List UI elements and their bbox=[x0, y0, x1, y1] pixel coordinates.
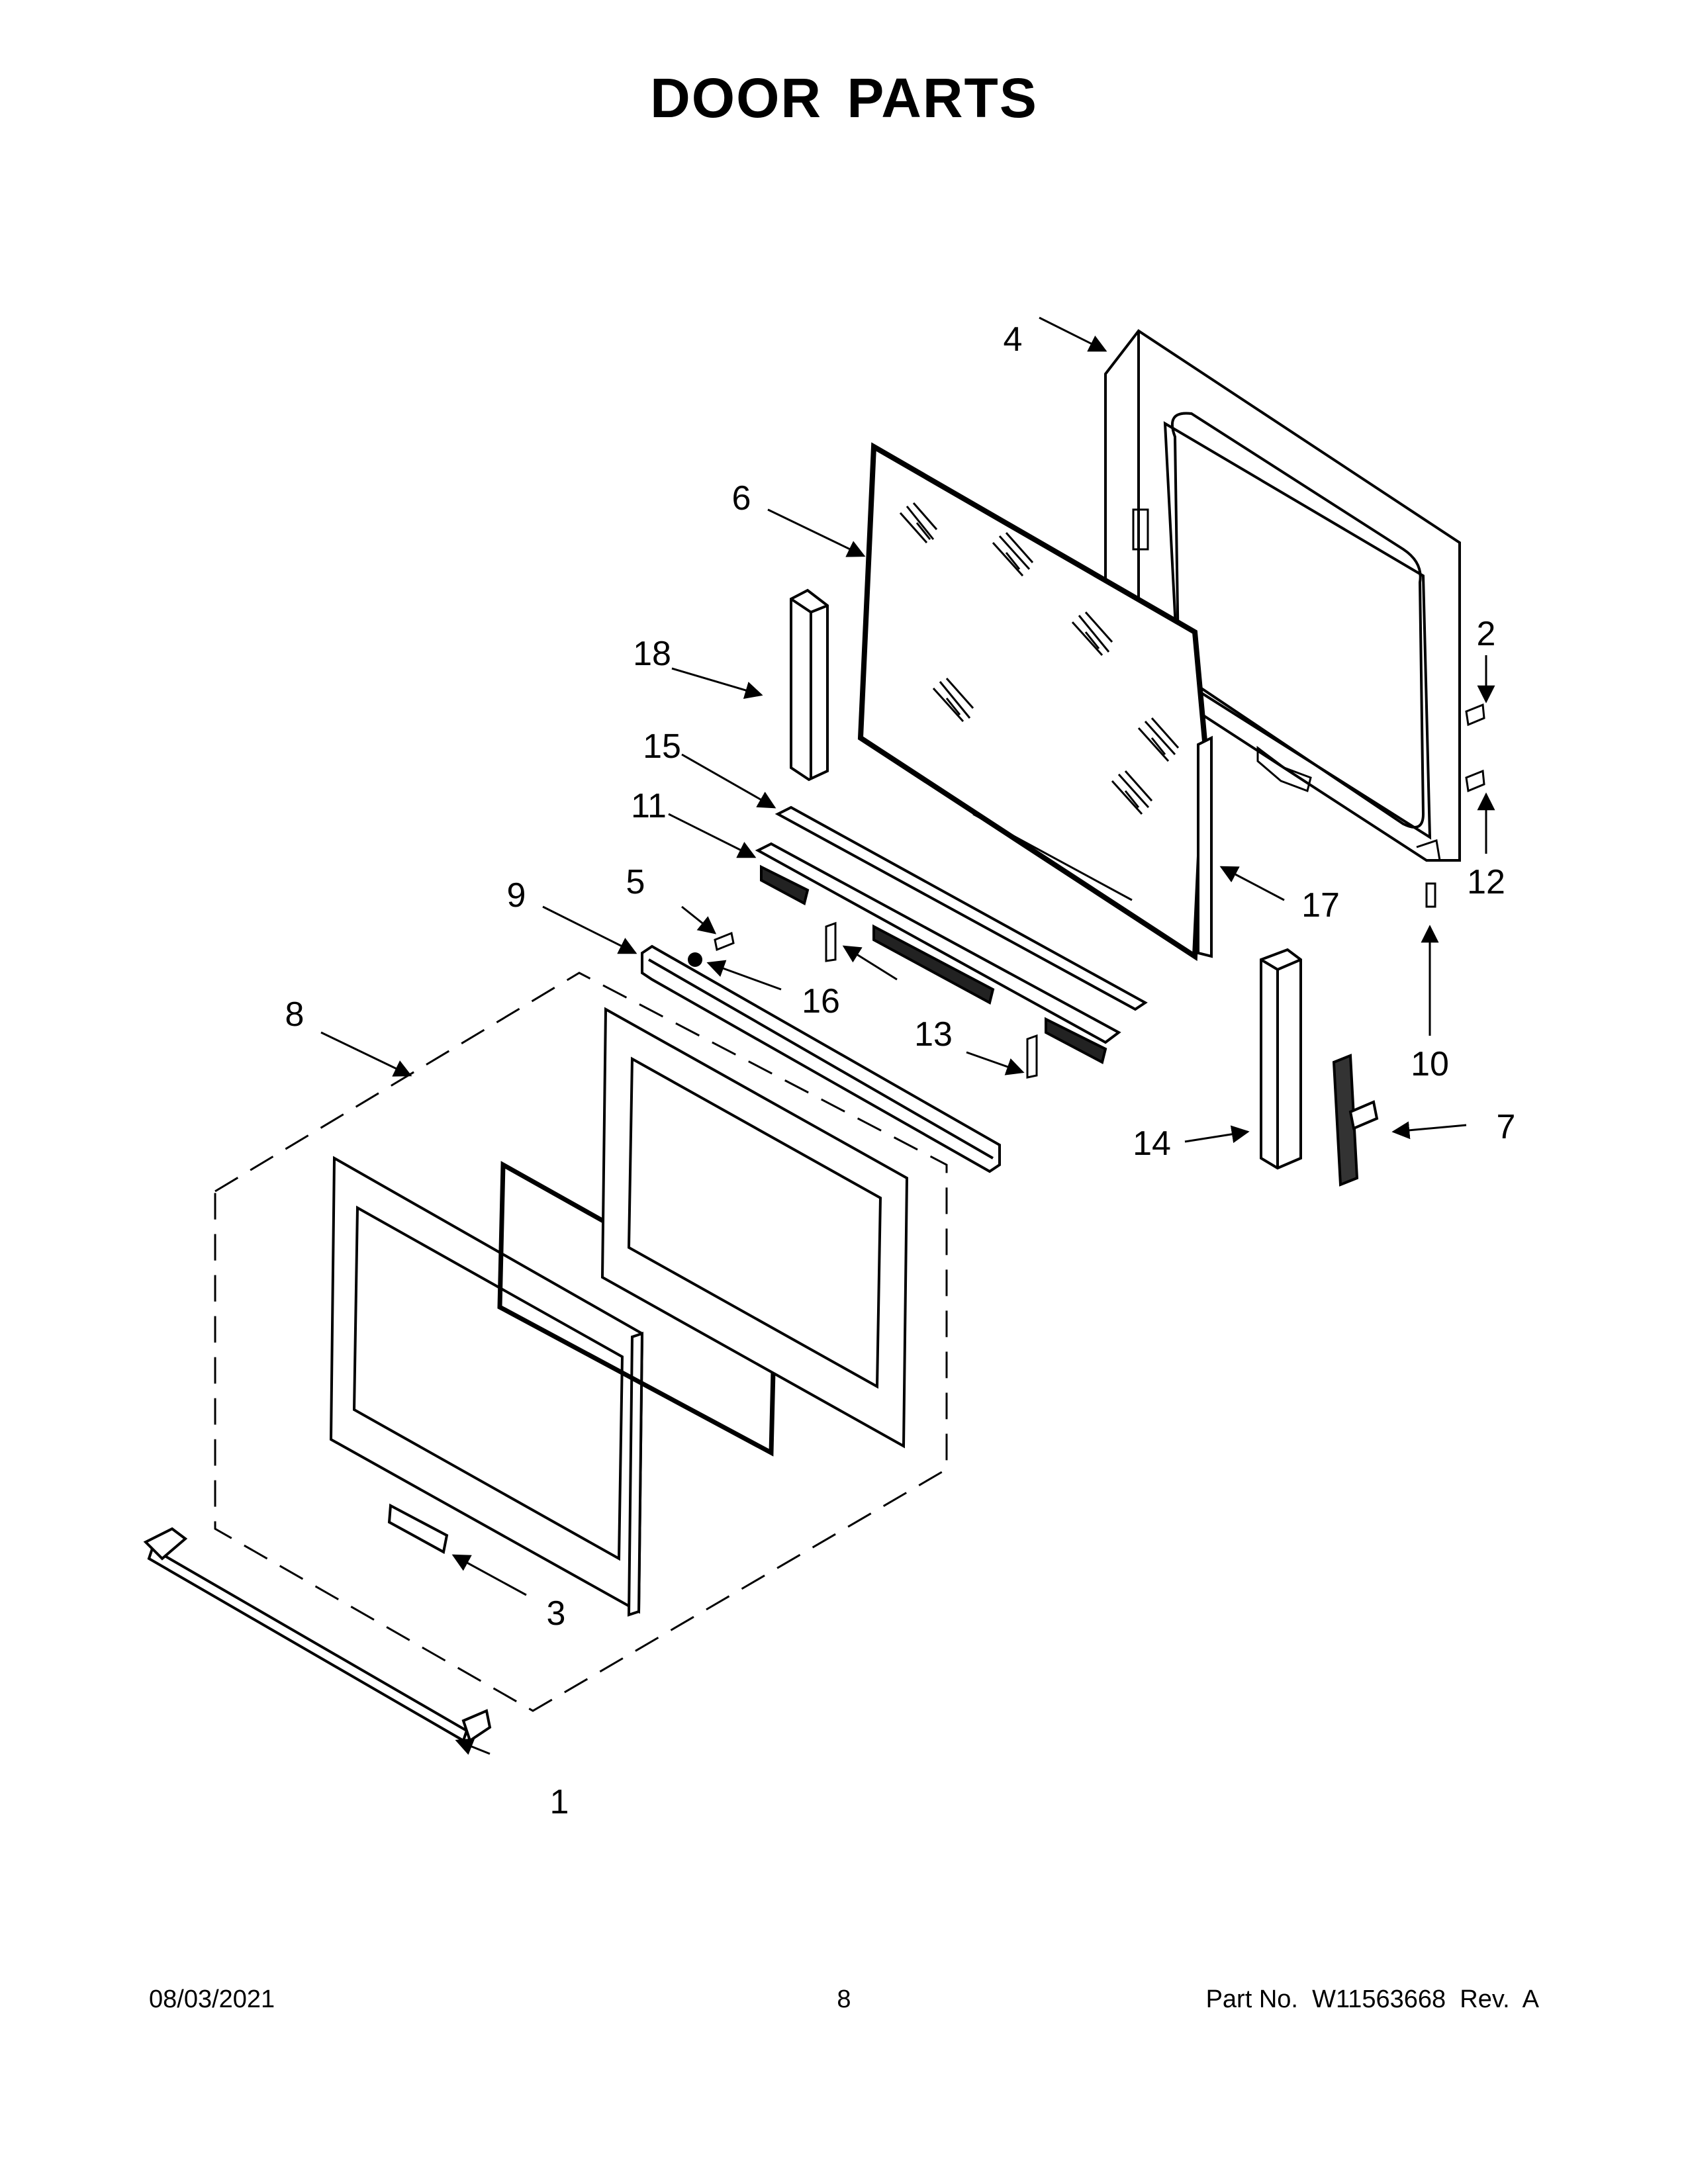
door-handle bbox=[143, 1527, 492, 1743]
callout-13: 13 bbox=[914, 1015, 953, 1054]
callout-11: 11 bbox=[631, 787, 667, 825]
callout-3: 3 bbox=[547, 1594, 566, 1633]
callout-10: 10 bbox=[1411, 1045, 1449, 1083]
callout-1: 1 bbox=[550, 1783, 569, 1821]
glass-side-strip bbox=[1197, 735, 1213, 958]
callout-2: 2 bbox=[1477, 615, 1496, 653]
door-liner-panel bbox=[600, 1007, 909, 1449]
callout-18: 18 bbox=[633, 635, 671, 673]
footer-page-number: 8 bbox=[837, 1985, 851, 2013]
screws bbox=[714, 703, 1485, 1079]
leader-arrows bbox=[320, 316, 1495, 1755]
callout-5: 5 bbox=[626, 863, 645, 901]
vent-trim bbox=[774, 805, 1148, 1011]
page-title: DOOR PARTS bbox=[650, 67, 1038, 129]
callout-17: 17 bbox=[1301, 886, 1340, 925]
callout-12: 12 bbox=[1467, 863, 1505, 901]
callout-4: 4 bbox=[1004, 320, 1023, 359]
callout-9: 9 bbox=[507, 876, 526, 915]
callout-15: 15 bbox=[643, 727, 681, 766]
callout-14: 14 bbox=[1133, 1124, 1171, 1163]
callout-8: 8 bbox=[285, 995, 305, 1034]
callout-16: 16 bbox=[802, 982, 840, 1021]
insulation-block bbox=[790, 588, 829, 782]
outer-door-panel bbox=[329, 1156, 644, 1617]
footer-part-number: Part No. W11563668 Rev. A bbox=[1205, 1985, 1539, 2013]
door-assembly-outline bbox=[214, 972, 948, 1712]
footer-date: 08/03/2021 bbox=[149, 1985, 275, 2013]
door-latch bbox=[1332, 1054, 1379, 1187]
vertical-channel bbox=[1260, 948, 1302, 1170]
callout-7: 7 bbox=[1497, 1108, 1516, 1146]
hinge-bracket bbox=[641, 944, 1001, 1173]
callout-6: 6 bbox=[732, 479, 751, 518]
grommet bbox=[688, 952, 702, 967]
vent-baffle bbox=[755, 842, 1121, 1064]
